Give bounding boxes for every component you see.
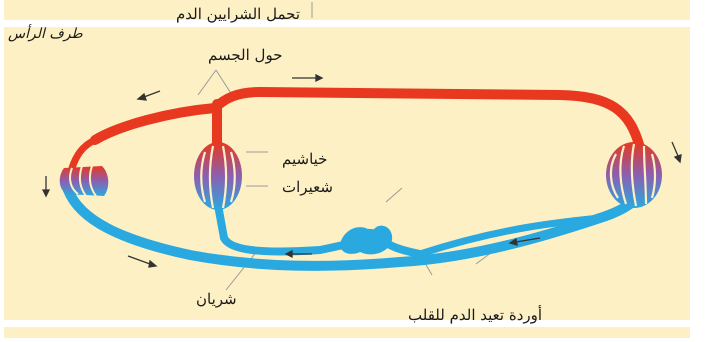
label-capillaries: شعيرات [282, 178, 333, 196]
right-margin [690, 0, 712, 338]
left-margin [0, 0, 4, 338]
capillaries-right [606, 142, 662, 208]
label-artery: شريان [196, 290, 237, 308]
top-band [0, 20, 690, 27]
label-gills: خياشيم [282, 150, 327, 168]
label-arteries-line1: تحمل الشرايين الدم [176, 5, 300, 23]
capillaries-gills [194, 142, 242, 210]
label-veins: أوردة تعيد الدم للقلب [408, 306, 542, 324]
label-head-end: طرف الرأس [8, 26, 83, 42]
label-arteries-line2: حول الجسم [208, 46, 282, 64]
capillaries-left [60, 166, 109, 196]
bottom-band [0, 320, 690, 327]
